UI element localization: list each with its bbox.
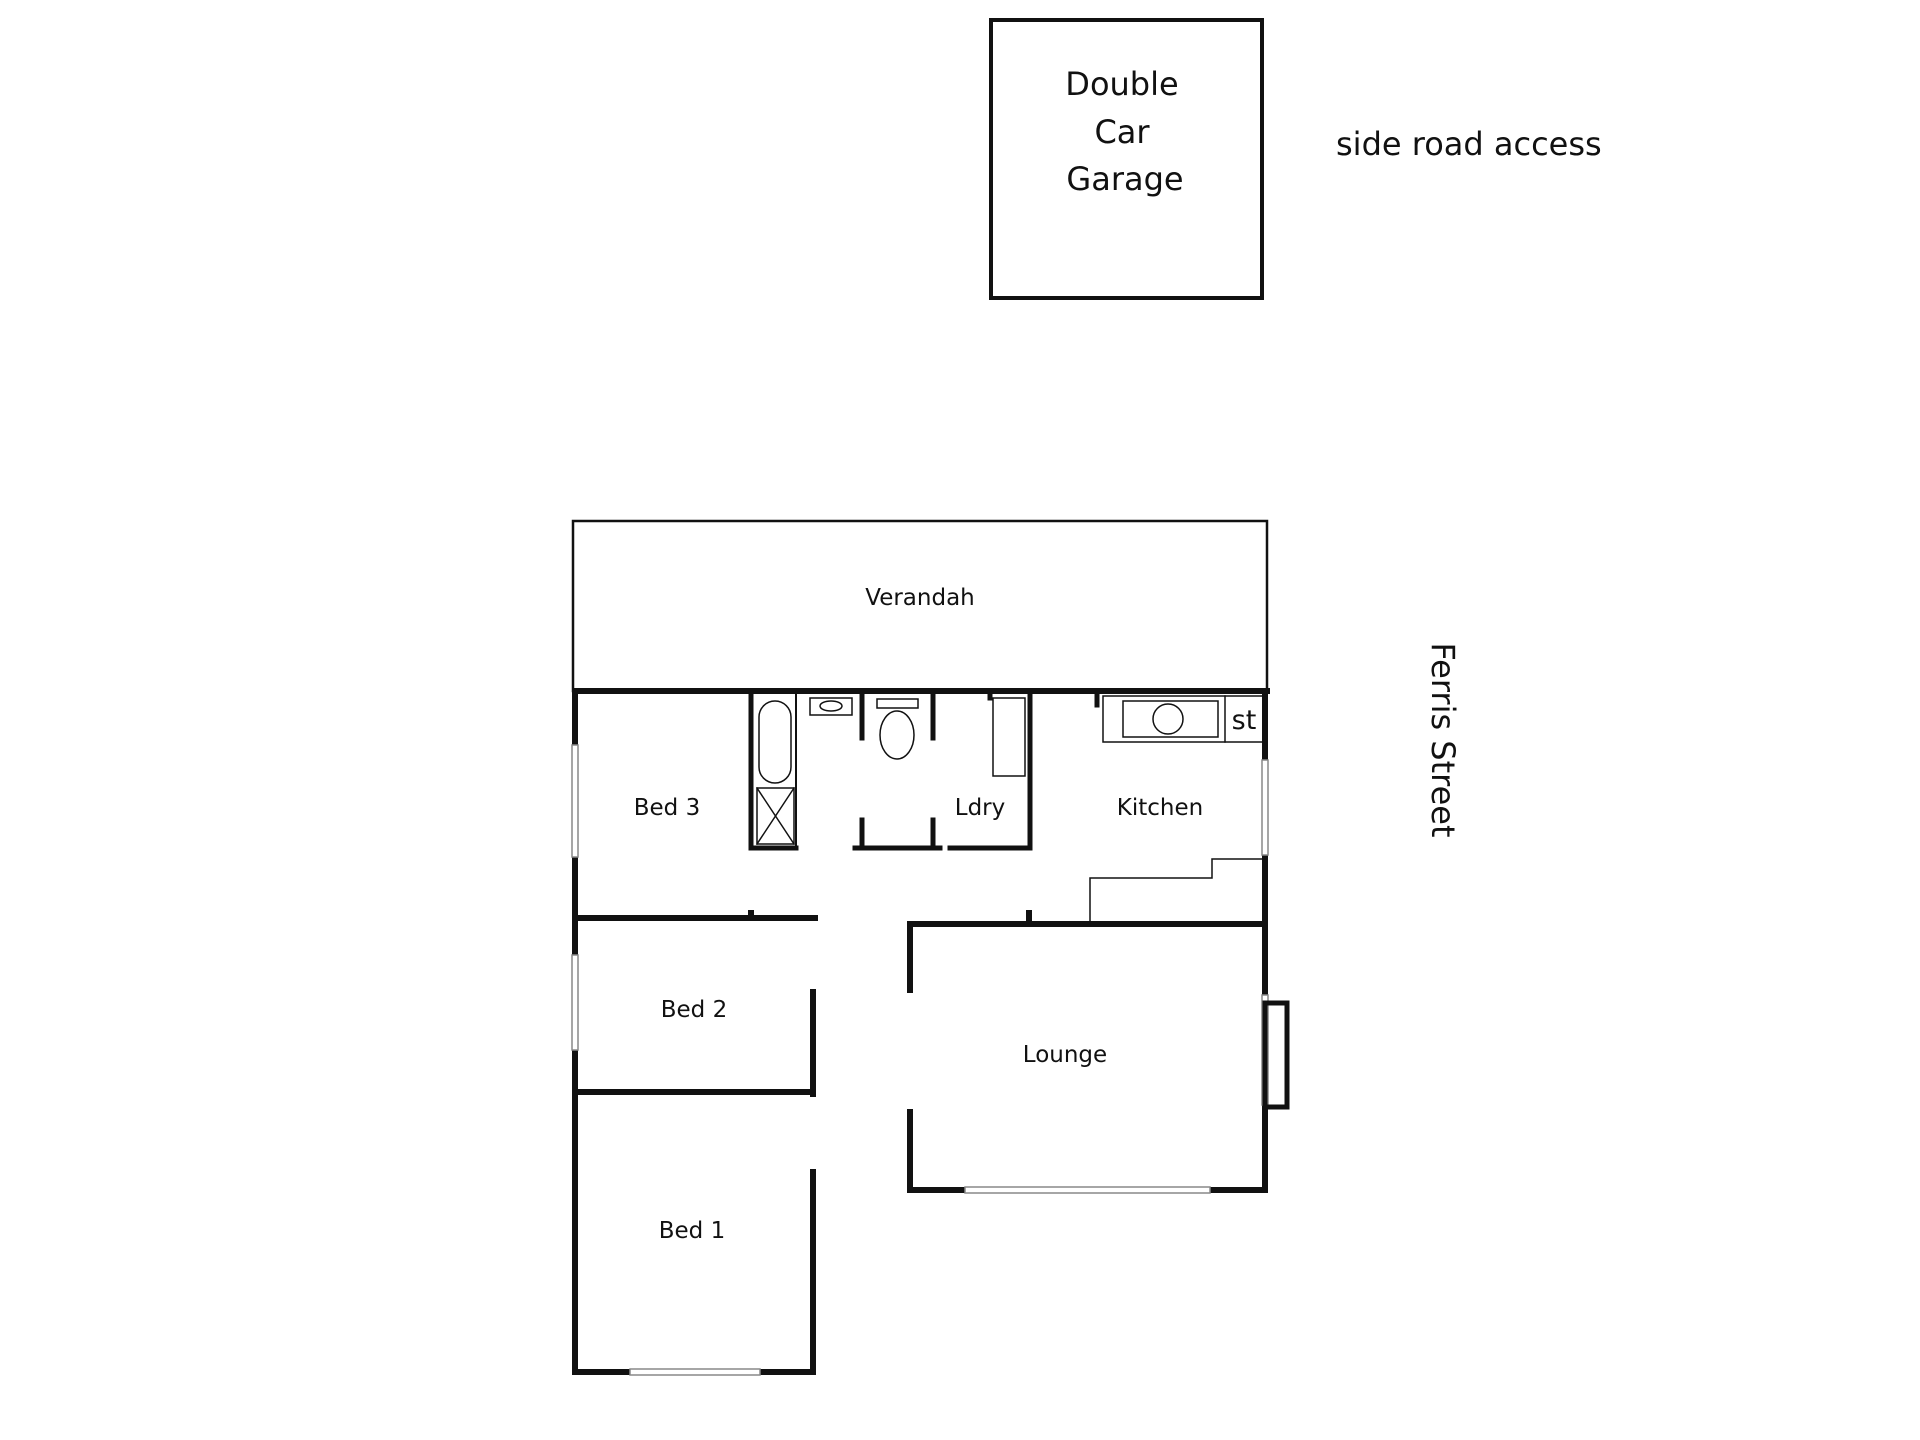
side-road-access-label: side road access <box>1336 125 1602 163</box>
room-label-bed-2: Bed 2 <box>661 997 727 1023</box>
verandah: Verandah <box>571 519 1269 693</box>
kitchen-counter <box>1089 858 1266 922</box>
stove-label: st <box>1232 705 1257 736</box>
room-label-lounge: Lounge <box>1023 1042 1107 1068</box>
basin-icon <box>809 697 853 716</box>
sink-icon <box>1122 700 1219 738</box>
shower-icon <box>756 787 795 845</box>
toilet-icon <box>879 710 915 760</box>
room-label-kitchen: Kitchen <box>1117 795 1203 821</box>
room-label-bed-3: Bed 3 <box>634 795 700 821</box>
kitchen-bench <box>1102 695 1264 743</box>
room-label-bed-1: Bed 1 <box>659 1218 725 1244</box>
garage-label-line-3: Garage <box>1066 160 1183 198</box>
kitchen: st Kitchen <box>1089 688 1266 922</box>
windows <box>571 744 1269 1376</box>
garage-label-line-1: Double <box>1065 65 1178 103</box>
house-walls <box>572 688 1270 1375</box>
laundry-tub-icon <box>992 697 1026 777</box>
fireplace <box>1262 1000 1290 1110</box>
room-label-verandah: Verandah <box>865 585 975 611</box>
garage-label-line-2: Car <box>1094 113 1150 151</box>
toilet-room <box>852 688 943 851</box>
room-label-laundry: Ldry <box>955 795 1005 821</box>
laundry: Ldry <box>947 688 1033 851</box>
street-label: Ferris Street <box>1424 642 1462 837</box>
garage: Double Car Garage <box>989 18 1264 300</box>
bathtub-icon <box>758 700 792 784</box>
bathroom <box>748 688 853 851</box>
